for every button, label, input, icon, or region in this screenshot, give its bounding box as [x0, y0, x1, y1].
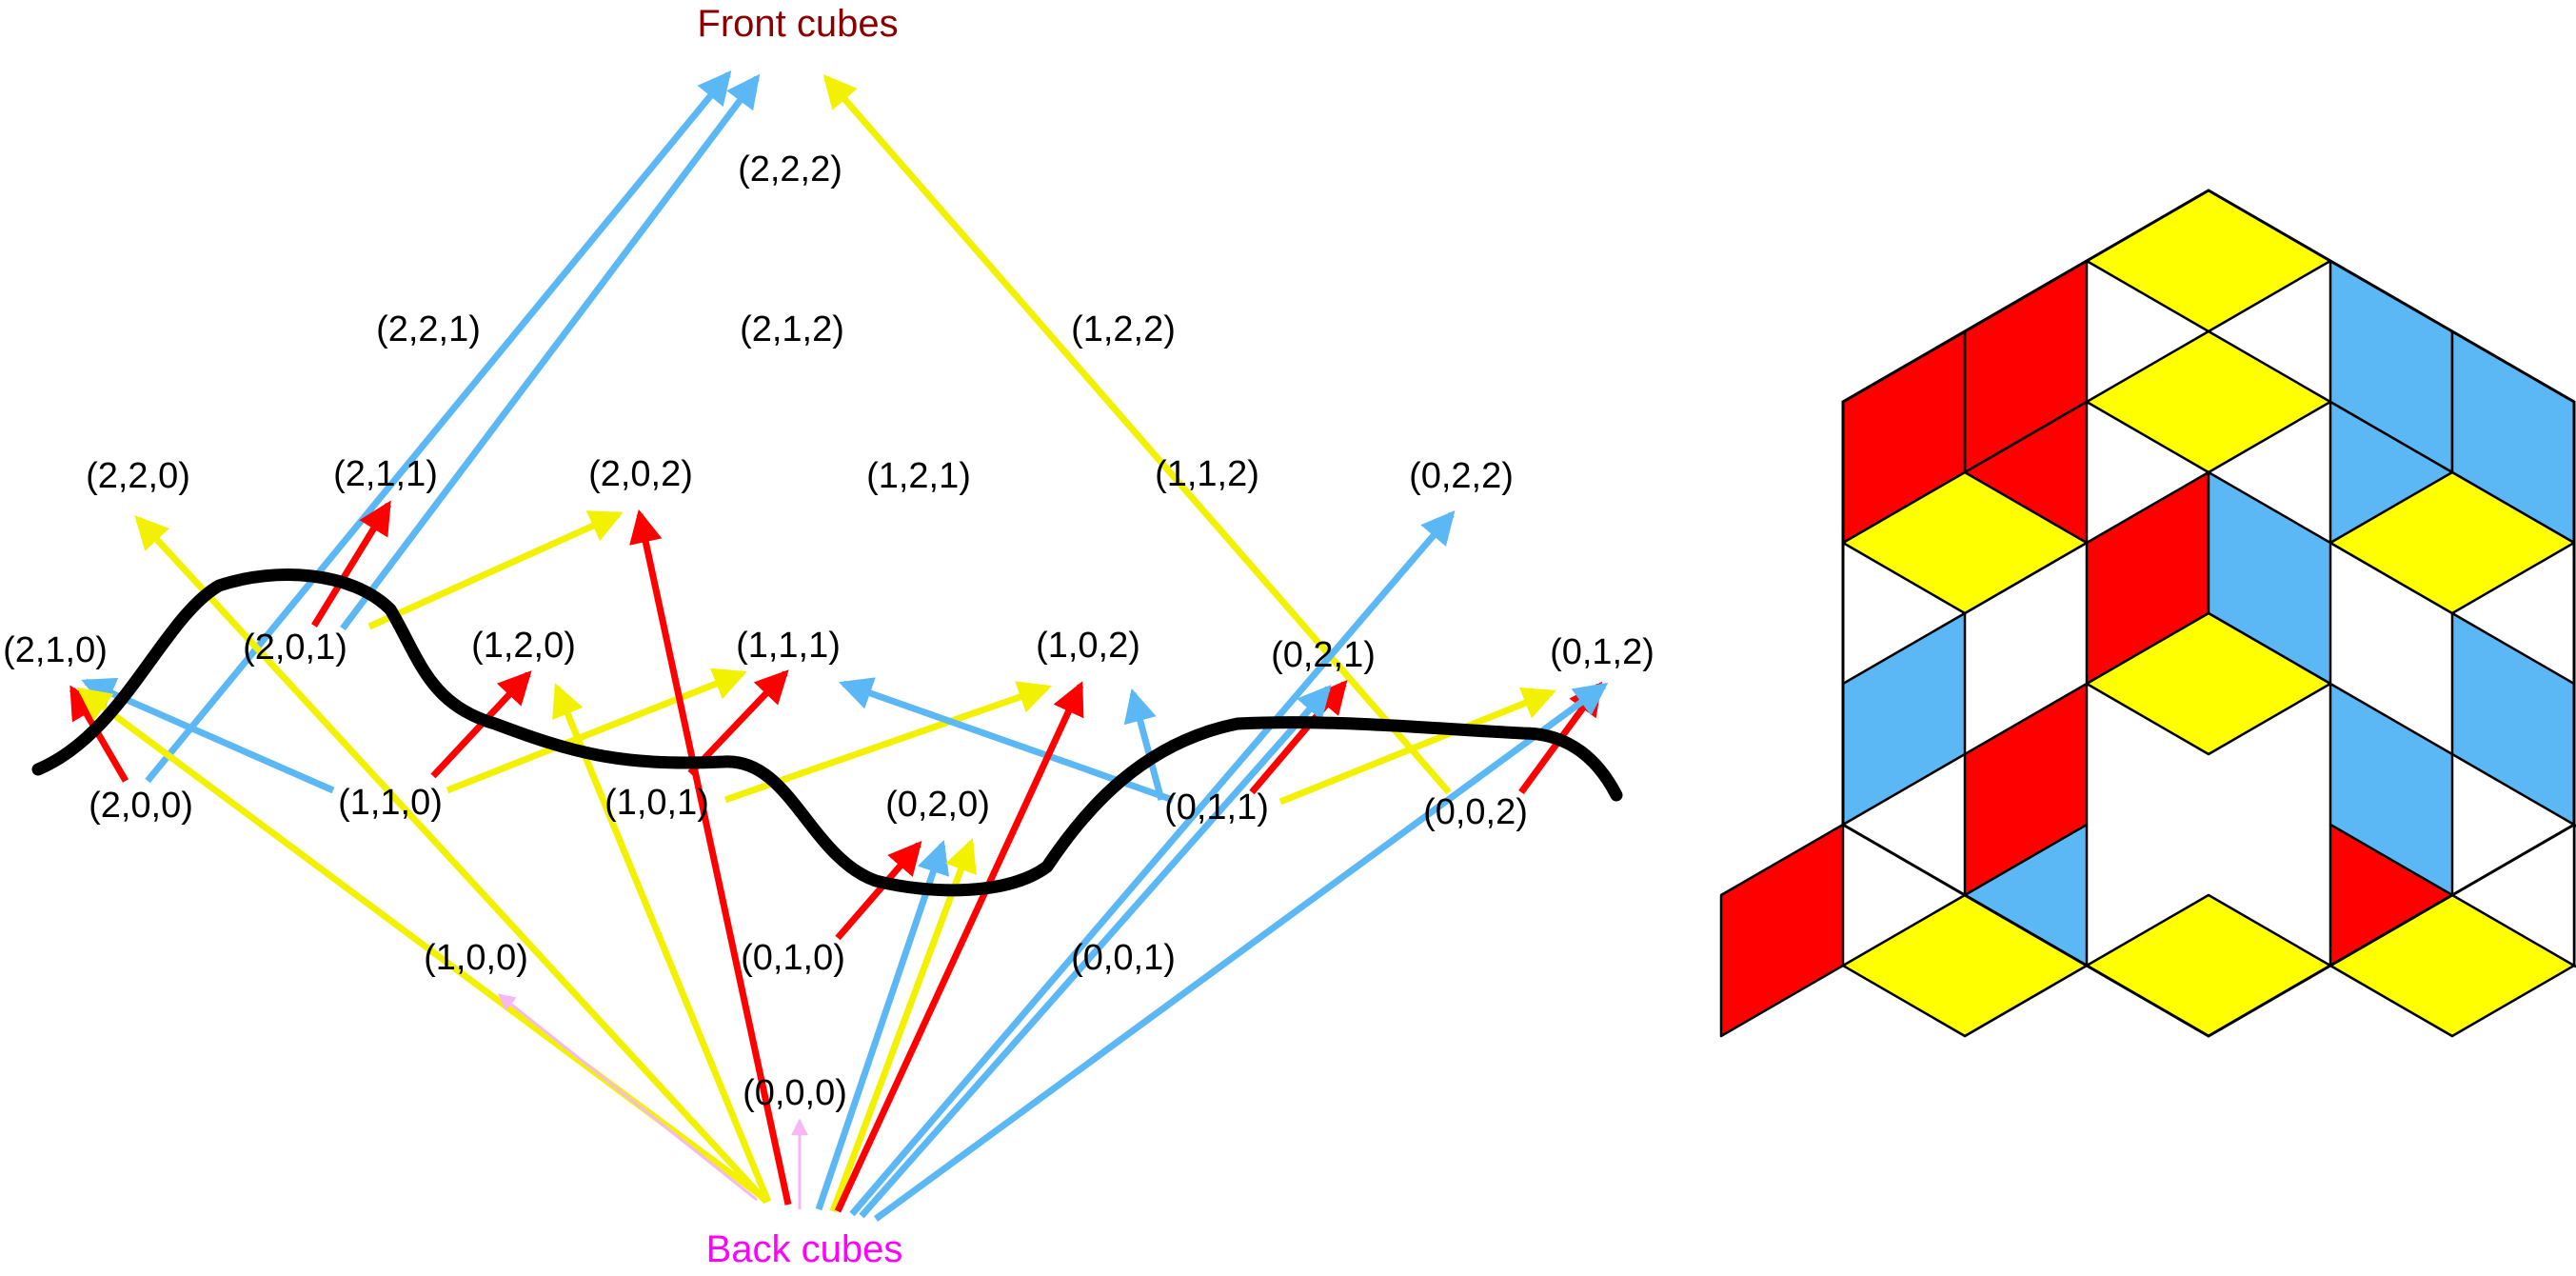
cube-face-top-5 — [2085, 329, 2332, 474]
node-label-121: (1,2,1) — [866, 456, 971, 496]
arrow-201-to-222-blue — [340, 73, 761, 631]
isometric-cube-stack — [1719, 189, 2576, 1038]
front-cubes-title: Front cubes — [697, 3, 898, 45]
node-label-122: (1,2,2) — [1071, 309, 1176, 349]
arrow-000-to-100-pink — [497, 993, 758, 1202]
node-label-112: (1,1,2) — [1155, 454, 1259, 494]
arrow-000-to-220-yellow — [134, 515, 769, 1205]
arrow-000-to-020-blue — [815, 840, 950, 1211]
node-label-110: (1,1,0) — [338, 783, 443, 823]
arrow-011-to-012-yellow — [1278, 687, 1556, 806]
arrow-000-to-120-yellow — [552, 683, 772, 1204]
separating-curve — [31, 568, 1623, 897]
arrow-201-to-211-red — [311, 500, 391, 628]
node-label-010: (0,1,0) — [741, 938, 845, 978]
node-label-220: (2,2,0) — [86, 456, 190, 496]
arrow-000-to-021-blue — [859, 685, 1332, 1219]
arrow-200-to-221-blue — [145, 70, 732, 784]
arrow-201-to-202-yellow — [367, 510, 624, 630]
node-label-020: (0,2,0) — [885, 785, 990, 825]
arrow-000-to-012-blue — [873, 682, 1609, 1222]
arrow-000-to-022-blue — [849, 510, 1456, 1217]
node-label-100: (1,0,0) — [424, 938, 528, 978]
arrow-110-to-111-yellow — [446, 668, 747, 794]
node-label-201: (2,0,1) — [243, 628, 347, 668]
cube-stack-outline — [1841, 189, 2576, 1038]
cube-face-left-17 — [1719, 823, 1845, 1038]
arrow-010-to-020-red — [835, 841, 922, 941]
arrow-000-to-102-red — [834, 681, 1084, 1213]
node-label-000: (0,0,0) — [743, 1073, 847, 1113]
node-label-210: (2,1,0) — [3, 630, 108, 670]
node-labels: (2,2,2) (2,2,1) (2,1,2) (1,2,2) (2,2,0) (2,1,… — [3, 150, 1655, 1113]
node-label-002: (0,0,2) — [1423, 792, 1528, 832]
node-label-211: (2,1,1) — [333, 454, 438, 494]
node-label-221: (2,2,1) — [376, 309, 481, 349]
node-label-222: (2,2,2) — [738, 150, 842, 189]
cube-face-left-12 — [1841, 611, 1967, 827]
node-label-021: (0,2,1) — [1271, 635, 1376, 675]
node-label-001: (0,0,1) — [1071, 938, 1176, 978]
arrow-000-to-020-yellow — [829, 838, 977, 1213]
node-label-012: (0,1,2) — [1550, 632, 1655, 672]
node-label-022: (0,2,2) — [1409, 456, 1514, 496]
node-label-011: (0,1,1) — [1164, 788, 1269, 827]
back-cubes-title: Back cubes — [706, 1228, 903, 1270]
node-label-111: (1,1,1) — [736, 626, 841, 666]
arrow-002-to-122-yellow — [822, 74, 1452, 795]
arrow-011-to-102-blue — [1123, 688, 1165, 801]
node-label-101: (1,0,1) — [604, 783, 709, 823]
node-label-212: (2,1,2) — [740, 309, 844, 349]
cube-face-top-14 — [2085, 611, 2332, 756]
node-label-102: (1,0,2) — [1036, 626, 1140, 666]
cube-face-top-21 — [2085, 893, 2332, 1038]
node-label-202: (2,0,2) — [588, 454, 693, 494]
cube-face-top-0 — [2085, 189, 2332, 333]
node-label-120: (1,2,0) — [471, 626, 576, 666]
cube-face-right-13 — [2450, 611, 2576, 827]
node-label-200: (2,0,0) — [89, 786, 193, 826]
arrow-011-to-021-red — [1249, 680, 1348, 795]
arrow-000-to-202-red — [629, 508, 792, 1206]
